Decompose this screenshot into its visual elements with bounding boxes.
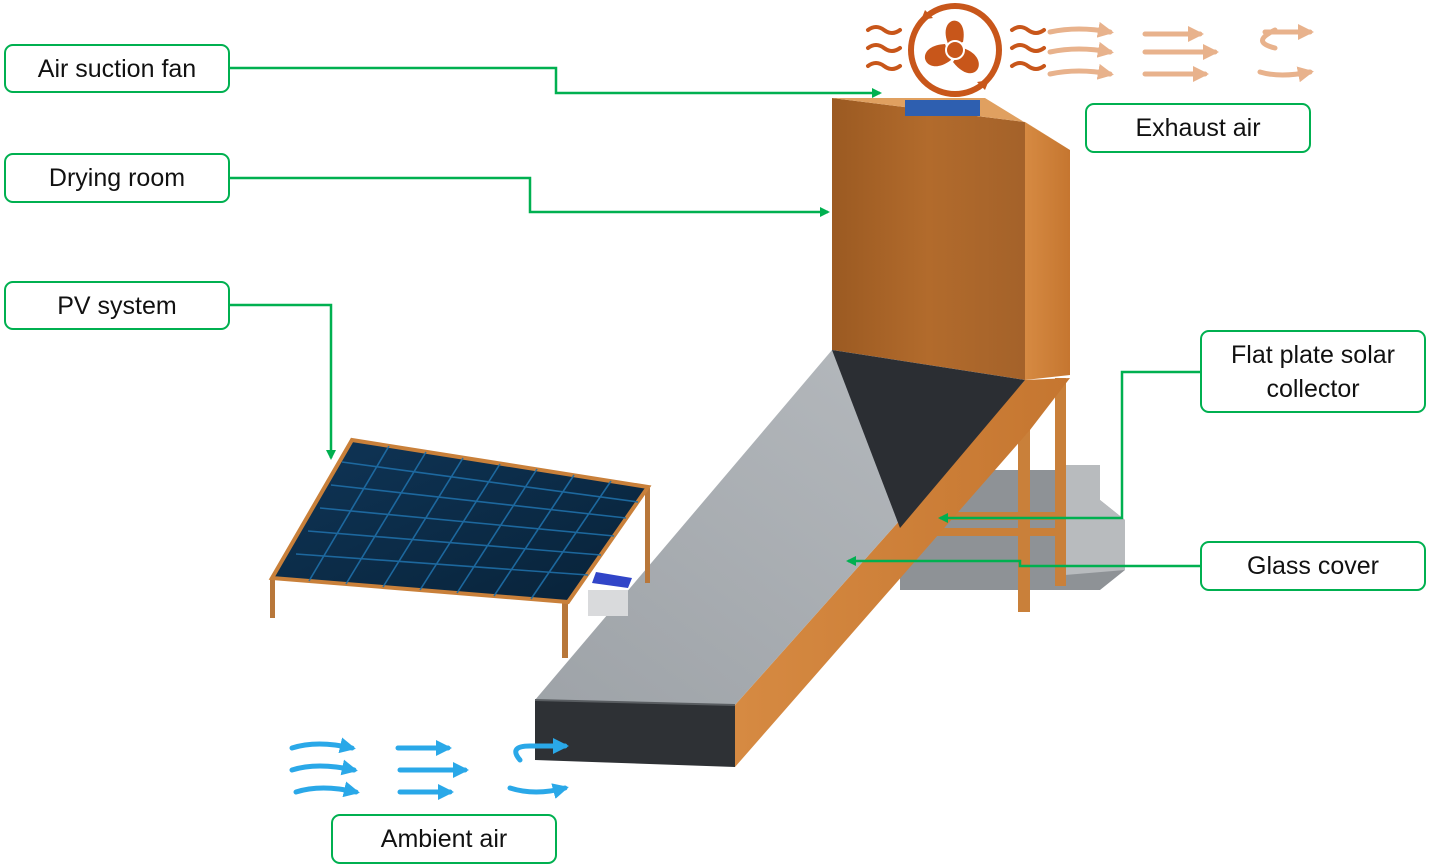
label-glass-cover: Glass cover <box>1200 541 1426 591</box>
leader-air-suction-fan <box>230 66 882 98</box>
label-flat-plate-line1: Flat plate solar <box>1231 340 1395 369</box>
label-flat-plate-solar-collector: Flat plate solar collector <box>1200 330 1426 413</box>
leader-drying-room <box>230 176 830 217</box>
label-drying-room-text: Drying room <box>48 164 186 192</box>
label-flat-plate-line2: collector <box>1266 374 1360 403</box>
solar-collector <box>534 350 1070 767</box>
label-air-suction-fan: Air suction fan <box>4 44 230 93</box>
exhaust-air-arrows <box>1047 21 1314 83</box>
label-drying-room: Drying room <box>4 153 230 203</box>
leader-flat-plate-collector <box>938 370 1200 523</box>
fan-housing <box>905 100 980 116</box>
pv-system <box>268 437 652 658</box>
label-ambient-air: Ambient air <box>331 814 557 864</box>
label-pv-system: PV system <box>4 281 230 330</box>
ambient-air-arrows <box>289 737 569 800</box>
leader-glass-cover <box>846 556 1200 568</box>
label-air-suction-fan-text: Air suction fan <box>37 54 197 83</box>
label-ambient-air-text: Ambient air <box>380 825 508 853</box>
fan-icon <box>908 3 1002 97</box>
fan-wave-icons <box>866 25 1046 71</box>
label-exhaust-air-text: Exhaust air <box>1135 114 1261 142</box>
leader-lines <box>230 66 1200 568</box>
drying-room <box>832 98 1070 380</box>
label-exhaust-air: Exhaust air <box>1085 103 1311 153</box>
leader-pv-system <box>230 303 336 460</box>
label-pv-system-text: PV system <box>57 291 177 320</box>
label-glass-cover-text: Glass cover <box>1247 552 1379 580</box>
